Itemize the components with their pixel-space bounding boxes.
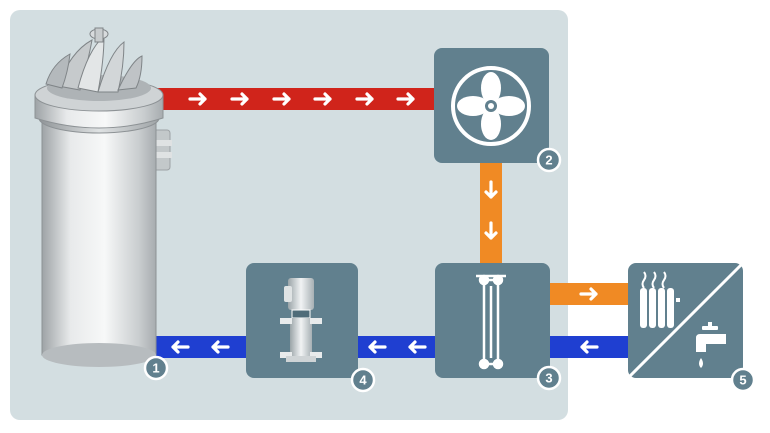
flow-arrow-right <box>272 92 291 106</box>
heat-exchanger <box>435 263 550 378</box>
cooler-fan <box>434 48 549 163</box>
flow-arrow-left <box>211 340 230 354</box>
flow-arrow-right <box>313 92 332 106</box>
component-badges: 1 2 3 4 5 <box>143 147 756 393</box>
flow-arrow-down <box>484 180 498 199</box>
pump <box>246 263 358 378</box>
fan-icon <box>451 66 531 146</box>
flow-arrow-left <box>368 340 387 354</box>
cold-pipe-pump-to-compressor <box>150 336 247 358</box>
heat-exchanger-icon <box>476 274 506 370</box>
badge-cooler-fan: 2 <box>536 147 562 173</box>
flow-arrow-left <box>171 340 190 354</box>
flow-arrow-right <box>230 92 249 106</box>
radiator-icon <box>640 271 680 328</box>
heat-consumers <box>626 261 745 380</box>
flow-arrow-left <box>580 340 599 354</box>
compressor-icon <box>34 27 172 367</box>
flow-arrow-right <box>396 92 415 106</box>
warm-pipe-fan-to-exchanger <box>480 163 502 264</box>
badge-number: 3 <box>545 371 552 386</box>
badge-pump: 4 <box>350 367 376 393</box>
flow-arrow-down <box>484 221 498 240</box>
compressor <box>34 27 172 367</box>
water-tap-icon <box>696 322 726 368</box>
badge-heat-exchanger: 3 <box>536 365 562 391</box>
badge-number: 2 <box>545 153 552 168</box>
flow-arrow-right <box>355 92 374 106</box>
flow-arrows <box>171 92 599 354</box>
flow-arrow-left <box>408 340 427 354</box>
badge-number: 5 <box>739 373 746 388</box>
badge-heat-consumers: 5 <box>730 367 756 393</box>
badge-number: 1 <box>152 361 159 376</box>
pump-icon <box>280 278 322 362</box>
flow-arrow-right <box>579 287 598 301</box>
badge-compressor: 1 <box>143 355 169 381</box>
hot-pipe-compressor-to-fan <box>150 88 435 110</box>
consumers-divider <box>626 261 745 380</box>
flow-arrow-right <box>188 92 207 106</box>
badge-number: 4 <box>359 373 367 388</box>
heat-exchanger-box <box>435 263 550 378</box>
